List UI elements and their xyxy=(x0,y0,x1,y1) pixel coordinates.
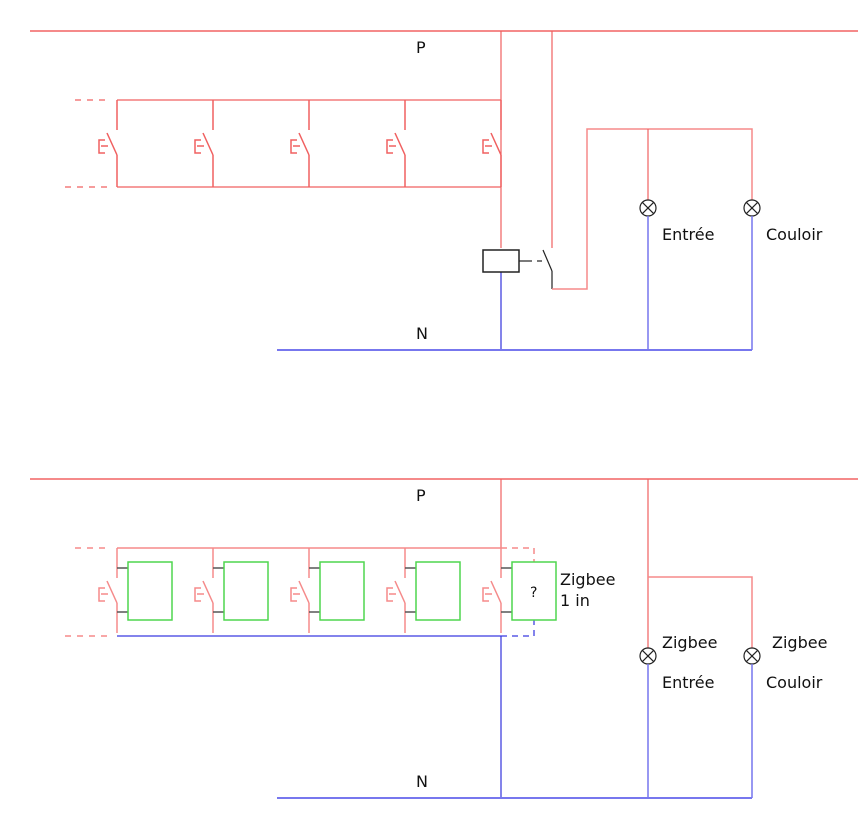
lamp-label: Entrée xyxy=(662,225,714,244)
zigbee-module-phase-dashed xyxy=(501,548,534,562)
zigbee-module-label-2: 1 in xyxy=(560,591,590,610)
pushbutton-switch xyxy=(483,548,512,633)
zigbee-module xyxy=(224,562,268,620)
zigbee-module-unknown: ? xyxy=(530,585,537,601)
pushbutton-switch xyxy=(99,100,117,187)
diagram-before: P Entrée Cou xyxy=(30,31,858,350)
phase-label: P xyxy=(416,38,426,57)
lamp-zigbee-entree: Zigbee Entrée xyxy=(640,633,717,798)
pushbutton-switch xyxy=(387,548,416,633)
pushbutton-switch xyxy=(195,100,213,187)
lamp-couloir: Couloir xyxy=(744,200,823,350)
lamp-entree: Entrée xyxy=(640,200,714,350)
lamp-label: Entrée xyxy=(662,673,714,692)
pushbutton-icon xyxy=(387,588,396,601)
pushbutton-switch xyxy=(99,548,128,633)
pushbutton-icon xyxy=(291,588,300,601)
pushbutton-switch xyxy=(483,100,501,187)
relay-coil xyxy=(483,250,519,272)
pushbutton-switch xyxy=(291,100,309,187)
pushbutton-icon xyxy=(387,140,396,153)
lamp-label: Couloir xyxy=(766,673,823,692)
pushbutton-icon xyxy=(291,140,300,153)
zigbee-module xyxy=(416,562,460,620)
pushbutton-icon xyxy=(195,140,204,153)
pushbutton-icon xyxy=(99,588,108,601)
lamp-label-top: Zigbee xyxy=(662,633,717,652)
relay-contact-blade xyxy=(543,250,552,271)
zigbee-module xyxy=(128,562,172,620)
pushbutton-icon xyxy=(483,140,492,153)
zigbee-module xyxy=(320,562,364,620)
phase-label: P xyxy=(416,486,426,505)
pushbutton-switch xyxy=(195,548,224,633)
neutral-label: N xyxy=(416,324,428,343)
diagram-after: P ? Zigbee 1 in Zigbee Entrée xyxy=(30,479,858,798)
pushbutton-switch xyxy=(387,100,405,187)
pushbutton-switch xyxy=(291,548,320,633)
pushbutton-icon xyxy=(195,588,204,601)
lamp-label-top: Zigbee xyxy=(772,633,827,652)
lamp-zigbee-couloir: Zigbee Couloir xyxy=(744,633,827,798)
lamp-label: Couloir xyxy=(766,225,823,244)
zigbee-module-label-1: Zigbee xyxy=(560,570,615,589)
pushbutton-icon xyxy=(99,140,108,153)
pushbutton-icon xyxy=(483,588,492,601)
neutral-label: N xyxy=(416,772,428,791)
zigbee-module-neutral-dashed xyxy=(501,620,534,636)
